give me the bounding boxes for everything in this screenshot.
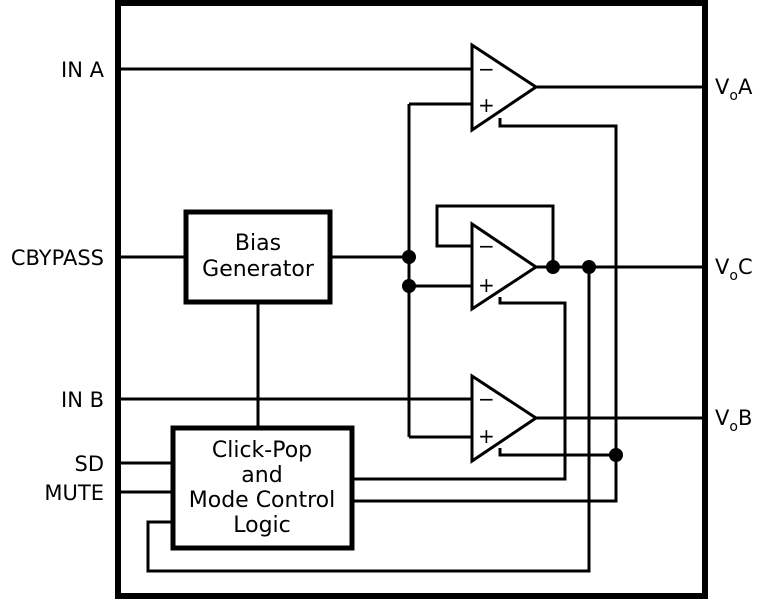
pin-label-vo-c: VoC [715,255,753,284]
amp-a: − + [470,42,539,133]
chip-boundary [115,0,708,599]
wire-amp-c-control [352,297,567,481]
amp-b-minus: − [478,387,495,411]
vo-b-sub: o [729,419,738,435]
wire-amp-b-control [498,448,616,457]
vo-a-main: V [715,75,730,99]
vo-c-main: V [715,255,730,279]
pin-label-in-a: IN A [61,58,105,82]
amp-a-plus: + [478,93,495,117]
junction-bias-node [402,250,416,264]
control-logic-line2: and [241,463,282,488]
junction-amp-b-control [609,448,623,462]
junction-amp-c-plus [402,279,416,293]
amp-c-triangle [470,221,539,312]
bias-generator-line1: Bias [235,231,281,256]
pin-label-cbypass: CBYPASS [11,246,104,270]
wire-amp-a-control [352,118,618,503]
control-logic-line3: Mode Control [189,488,335,513]
junction-amp-c-feedback [546,260,560,274]
pin-label-vo-b: VoB [715,406,752,435]
bias-generator-block: Bias Generator [183,209,333,305]
pin-label-in-b: IN B [61,388,104,412]
amp-a-triangle [470,42,539,133]
control-logic-block: Click-Pop and Mode Control Logic [170,425,355,551]
amp-a-minus: − [478,57,495,81]
vo-c-suffix: C [738,255,753,279]
pin-label-mute: MUTE [44,481,104,505]
junction-vo-c-return [582,260,596,274]
bias-generator-line2: Generator [202,257,315,282]
wire-amp-c-feedback [435,204,555,267]
vo-a-suffix: A [738,75,753,99]
bias-generator-box [183,209,333,305]
vo-a-sub: o [729,88,738,104]
control-logic-line4: Logic [233,513,291,538]
vo-b-main: V [715,406,730,430]
amp-c-minus: − [478,234,495,258]
amp-c-plus: + [478,273,495,297]
vo-c-sub: o [729,268,738,284]
amp-b: − + [470,373,539,464]
pin-label-sd: SD [74,452,104,476]
wire-vo-c-return [146,267,591,573]
pin-label-vo-a: VoA [715,75,753,104]
amp-b-triangle [470,373,539,464]
amp-b-plus: + [478,424,495,448]
amp-c: − + [470,221,539,312]
vo-b-suffix: B [738,406,752,430]
control-logic-box [170,425,355,551]
control-logic-line1: Click-Pop [212,438,312,463]
